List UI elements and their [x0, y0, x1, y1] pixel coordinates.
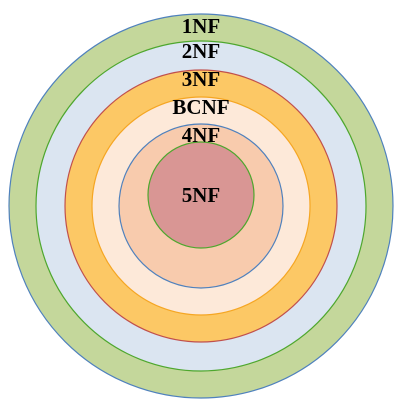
ring-5nf [147, 141, 255, 249]
label-1nf: 1NF [182, 14, 221, 38]
label-3nf: 3NF [182, 67, 221, 91]
label-bcnf: BCNF [172, 95, 229, 119]
label-5nf: 5NF [182, 183, 221, 207]
label-2nf: 2NF [182, 39, 221, 63]
label-4nf: 4NF [182, 123, 221, 147]
